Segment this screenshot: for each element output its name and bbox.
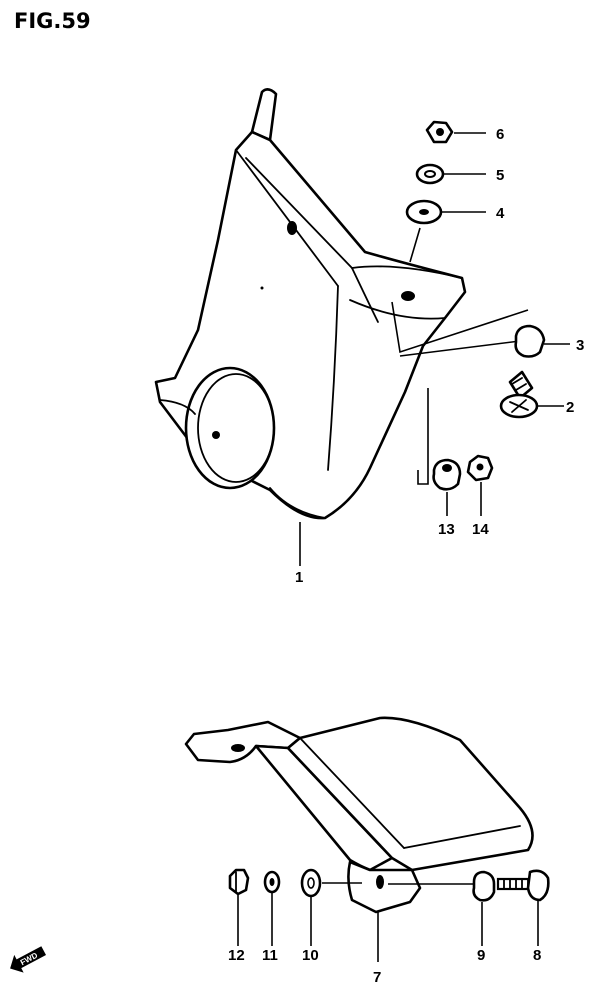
- part-7-bracket: [184, 716, 534, 914]
- mount-hole: [287, 221, 297, 235]
- callout-5: 5: [496, 167, 504, 184]
- callout-7: 7: [373, 969, 381, 986]
- callout-12: 12: [228, 947, 245, 964]
- callout-4: 4: [496, 205, 505, 222]
- part-9-collar: [472, 870, 496, 946]
- callout-10: 10: [302, 947, 319, 964]
- part-12-nut: [228, 868, 250, 946]
- callout-2: 2: [566, 399, 574, 416]
- figure-title: FIG.59: [14, 9, 91, 33]
- forward-arrow-icon: FWD: [10, 946, 47, 973]
- part-10-washer: [300, 868, 322, 946]
- part-4-washer: [405, 199, 486, 225]
- callout-11: 11: [262, 947, 278, 964]
- callout-1: 1: [295, 569, 303, 586]
- part-2-screw: [499, 370, 564, 419]
- mount-hole: [401, 291, 415, 301]
- callout-9: 9: [477, 947, 485, 964]
- part-8-bolt: [496, 869, 550, 946]
- callout-14: 14: [472, 521, 489, 538]
- part-3-collar: [514, 324, 570, 358]
- callout-13: 13: [438, 521, 455, 538]
- part-6-nut: [425, 120, 486, 144]
- part-1-mudguard: [154, 88, 467, 520]
- callout-6: 6: [496, 126, 504, 143]
- part-5-spring-washer: [415, 163, 486, 185]
- callout-3: 3: [576, 337, 584, 354]
- callout-8: 8: [533, 947, 541, 964]
- part-13-nut: [432, 458, 462, 516]
- part-14-nut: [466, 454, 494, 516]
- part-11-spring-washer: [263, 870, 281, 946]
